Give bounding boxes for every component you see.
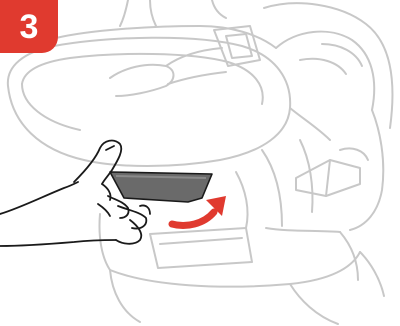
step-number-badge: 3	[0, 0, 58, 53]
recline-handle	[110, 172, 212, 202]
car-seat-outline	[8, 0, 393, 324]
